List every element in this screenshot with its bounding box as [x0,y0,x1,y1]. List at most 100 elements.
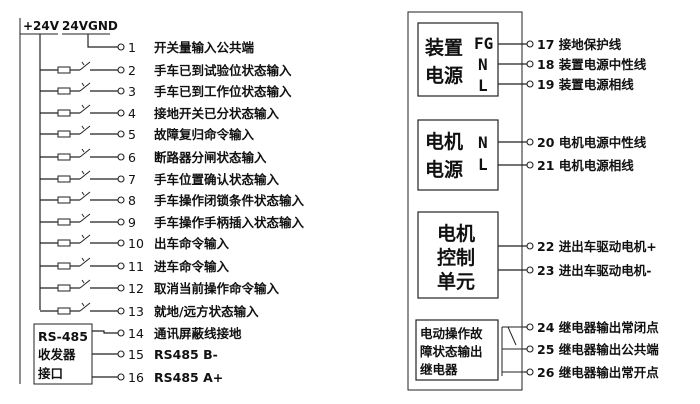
left-terminal-row: 6 断路器分闸状态输入 [40,148,267,165]
right-terminal-row: 21 电机电源相线 [498,158,634,173]
motor-control-box [417,211,499,299]
pin-l-label: L [478,76,488,95]
terminal-label: 20 电机电源中性线 [537,135,647,150]
motor-pin-n-label: N [478,133,488,152]
switch-blade-icon [79,279,91,289]
terminal-label: 17 接地保护线 [537,37,622,52]
terminal-number: 14 [128,326,144,341]
terminal-label: 开关量输入公共端 [154,40,255,55]
terminal-label: 23 进出车驱动电机- [537,263,651,278]
pin-fg-label: FG [474,34,493,53]
relay-title-3: 继电器 [420,362,458,377]
terminal-number: 11 [128,259,144,274]
rail-plus-24v-label: +24V [23,19,60,33]
switch-blade-icon [79,213,91,223]
terminal-label: 就地/远方状态输入 [154,304,259,319]
right-terminal-row: 19 装置电源相线 [498,77,634,92]
left-terminal-row: 11 进车命令输入 [40,257,230,274]
terminal-circle-icon [117,239,125,247]
terminal-label: 手车已到试验位状态输入 [154,63,292,78]
switch-blade-icon [79,257,91,267]
terminal-label: 进车命令输入 [154,259,230,274]
terminal-label: 19 装置电源相线 [537,77,634,92]
relay-box [415,319,499,381]
terminal-label: 24 继电器输出常闭点 [537,320,659,335]
terminal-circle-icon [526,60,534,68]
terminal-number: 7 [128,172,136,187]
left-terminal-row: 4 接地开关已分状态输入 [40,104,280,121]
rs485-box-line-2: 收发器 [38,347,76,362]
terminal-circle-icon [117,66,125,74]
left-terminal-row: 9 手车操作手柄插入状态输入 [40,213,305,230]
terminal-circle-icon [117,153,125,161]
terminal-circle-icon [526,138,534,146]
terminal-circle-icon [117,373,125,381]
switch-blade-icon [79,191,91,201]
rs485-wire-14 [92,330,118,334]
contact-element-icon [57,130,71,138]
terminal-circle-icon [526,323,534,331]
switch-tick-icon [81,302,85,307]
terminal-circle-icon [526,242,534,250]
terminal-number: 2 [128,63,136,78]
right-terminal-row: 25 继电器输出公共端 [524,342,659,357]
right-panel-frame [407,11,523,391]
rs485-box-line-3: 接口 [38,366,63,381]
terminal-circle-icon [117,307,125,315]
contact-element-icon [57,307,71,315]
contact-element-icon [57,196,71,204]
motor-control-title-3: 单元 [437,270,475,293]
left-terminal-row: 8 手车操作闭锁条件状态输入 [40,191,305,208]
terminal-circle-icon [526,266,534,274]
terminal-label: 手车操作闭锁条件状态输入 [154,193,305,208]
motor-control-title-2: 控制 [437,246,475,269]
terminal-label: 26 继电器输出常开点 [537,365,659,380]
terminal-label: 取消当前操作命令输入 [154,281,280,296]
left-terminal-row: 2 手车已到试验位状态输入 [40,61,292,78]
switch-blade-icon [79,302,91,312]
switch-tick-icon [81,61,85,66]
switch-blade-icon [79,170,91,180]
terminal-circle-icon [117,196,125,204]
terminal-number: 6 [128,150,136,165]
right-panel: 装置 电源 FG N L 电机 电源 N L 电机 控制 单元 电动操作故 障状… [407,11,659,391]
terminal-circle-icon [117,284,125,292]
device-power-title-1: 装置 [424,36,463,59]
motor-pin-l-label: L [478,155,488,174]
switch-tick-icon [81,82,85,87]
contact-element-icon [57,218,71,226]
terminal-number: 4 [128,106,136,121]
terminal-number: 1 [128,40,136,55]
terminal-label: 18 装置电源中性线 [537,57,647,72]
terminal-label: 手车操作手柄插入状态输入 [154,215,305,230]
terminal-circle-icon [117,109,125,117]
switch-tick-icon [81,234,85,239]
contact-element-icon [57,262,71,270]
switch-tick-icon [81,279,85,284]
rs485-box-line-1: RS-485 [38,329,88,344]
terminal-number: 8 [128,193,136,208]
switch-blade-icon [79,82,91,92]
terminal-circle-icon [117,218,125,226]
terminal-number: 9 [128,215,136,230]
terminal-circle-icon [117,262,125,270]
terminal-label: RS485 A+ [154,370,223,385]
terminal-label: 手车已到工作位状态输入 [154,84,292,99]
terminal-circle-icon [526,80,534,88]
terminal-circle-icon [117,350,125,358]
switch-tick-icon [81,125,85,130]
terminal-label: 断路器分闸状态输入 [154,150,267,165]
terminal-label: 接地开关已分状态输入 [154,106,280,121]
right-terminal-rows: 17 接地保护线 18 装置电源中性线 19 装置电源相线 20 电机电源中性线 21 … [498,37,659,380]
right-terminal-row: 24 继电器输出常闭点 [524,320,659,335]
switch-blade-icon [79,148,91,158]
contact-element-icon [57,109,71,117]
